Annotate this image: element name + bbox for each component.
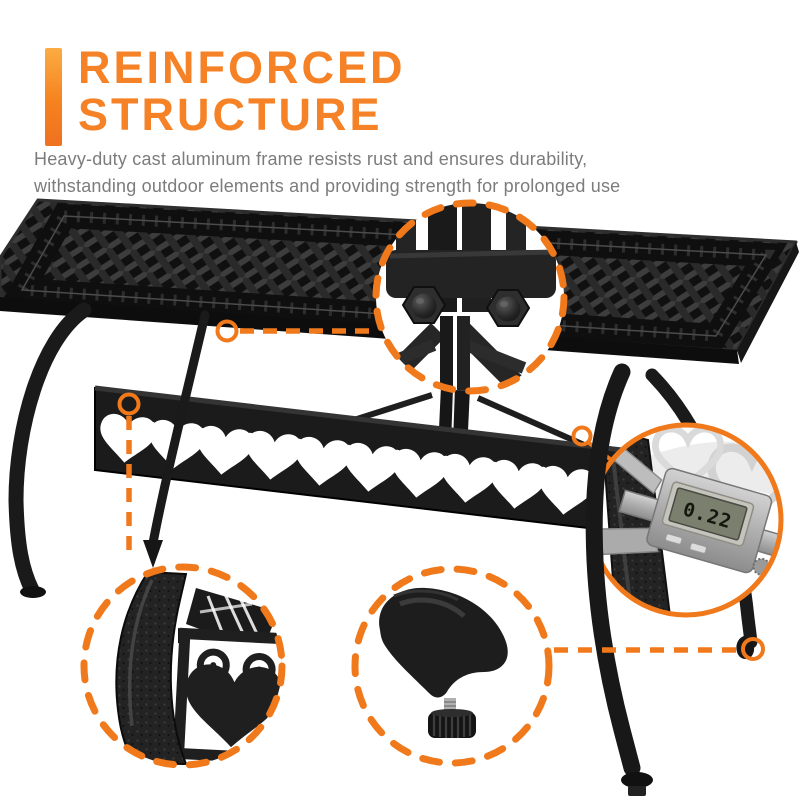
foot-front-left-spike (143, 540, 163, 568)
hex-bolt-right (485, 289, 531, 327)
callout-foot-detail (379, 587, 508, 738)
foot-rear-right-tip (736, 636, 755, 660)
foot-front-right-leveler (628, 786, 646, 796)
zoom-marker-table-edge (215, 319, 239, 343)
caliper-lcd (668, 487, 748, 541)
leg-front-right (585, 363, 641, 777)
callout-leg-joint-detail (115, 570, 282, 765)
leg-rear-left (8, 302, 92, 598)
description-line-2: withstanding outdoor elements and provid… (34, 176, 621, 196)
zoom-marker-leg-thickness (571, 425, 593, 447)
zoom-marker-apron-corner (117, 392, 141, 416)
leveler-knurled-knob (428, 709, 476, 738)
callout-umbrella-mount (372, 199, 568, 395)
title-line-2: STRUCTURE (78, 89, 383, 140)
zoom-marker-rear-foot (741, 637, 765, 661)
callout-leg-joint-dashed-ring (80, 563, 286, 769)
callout-foot-dashed-ring (351, 565, 553, 767)
title-line-1: REINFORCED (78, 42, 406, 93)
callout-leg-joint (80, 392, 286, 769)
accent-bar (45, 48, 62, 146)
caliper-lower-jaw (591, 527, 659, 556)
table-top-front-edge (0, 297, 739, 364)
foot-rear-left (20, 586, 46, 598)
magnified-foot-casting (379, 587, 508, 698)
callout-umbrella-mount-dashed-ring (372, 199, 568, 395)
page-title: REINFORCED STRUCTURE (78, 44, 406, 138)
foot-front-right (621, 772, 653, 788)
callout-foot-leveler (351, 565, 765, 767)
table-top-right-edge (737, 242, 799, 363)
product-description: Heavy-duty cast aluminum frame resists r… (34, 146, 620, 200)
description-line-1: Heavy-duty cast aluminum frame resists r… (34, 149, 588, 169)
hex-bolt-left (401, 286, 447, 324)
leg-front-left (148, 310, 210, 548)
magnified-scroll-bracket (172, 627, 282, 765)
x-brace-arm (463, 339, 527, 374)
